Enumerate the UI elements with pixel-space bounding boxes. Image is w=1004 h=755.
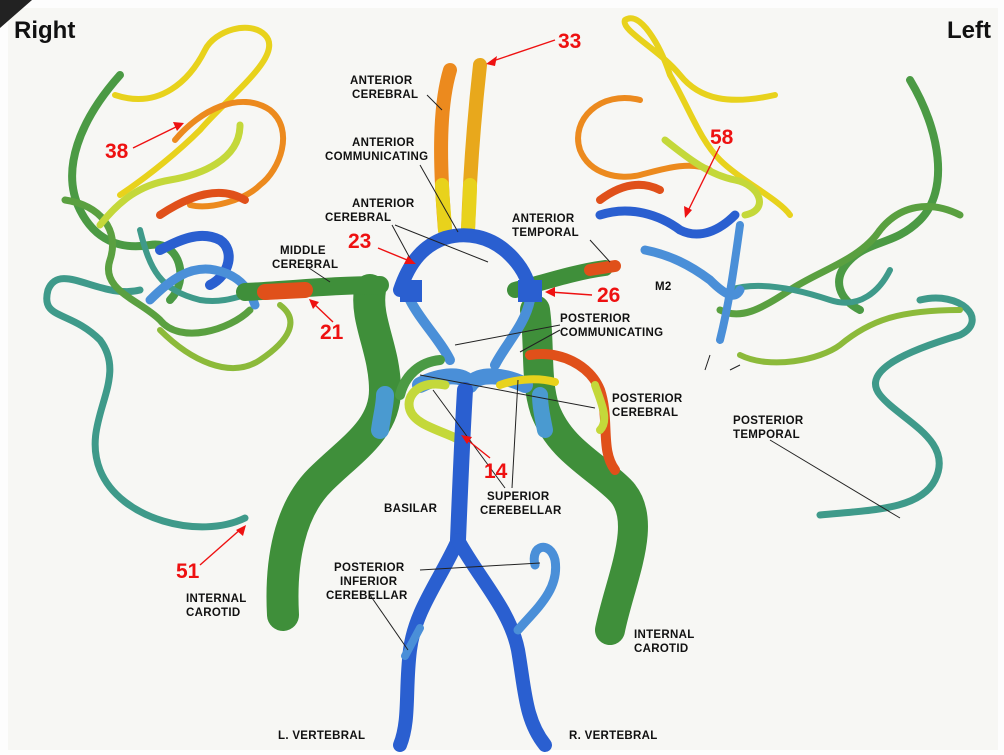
label-posterior-communicating-1: POSTERIOR (560, 313, 631, 325)
label-m2: M2 (655, 281, 672, 293)
label-internal-carotid-right-2: CAROTID (186, 607, 241, 619)
label-anterior-cerebral-mid-2: CEREBRAL (325, 212, 391, 224)
marker-58: 58 (710, 126, 734, 149)
label-basilar: BASILAR (384, 503, 438, 515)
node-left-ica-junction (518, 280, 542, 302)
orientation-left: Left (947, 17, 991, 44)
marker-38: 38 (105, 140, 129, 163)
marker-26: 26 (597, 284, 620, 307)
label-superior-cerebellar-1: SUPERIOR (487, 491, 550, 503)
label-l-vertebral: L. VERTEBRAL (278, 730, 365, 742)
label-internal-carotid-left-2: CAROTID (634, 643, 689, 655)
label-posterior-cerebral-2: CEREBRAL (612, 407, 678, 419)
label-posterior-cerebral-1: POSTERIOR (612, 393, 683, 405)
vessel-right-ica-blue-segment (380, 395, 385, 430)
label-anterior-communicating-2: COMMUNICATING (325, 151, 428, 163)
label-anterior-communicating-1: ANTERIOR (352, 137, 415, 149)
vessel-left-aca-yellow (468, 185, 470, 230)
marker-21: 21 (320, 321, 344, 344)
marker-33: 33 (558, 30, 581, 53)
label-pica-3: CEREBELLAR (326, 590, 408, 602)
label-superior-cerebellar-2: CEREBELLAR (480, 505, 562, 517)
label-anterior-cerebral-mid-1: ANTERIOR (352, 198, 415, 210)
label-posterior-temporal-2: TEMPORAL (733, 429, 800, 441)
label-anterior-temporal-2: TEMPORAL (512, 227, 579, 239)
marker-23: 23 (348, 230, 371, 253)
vessel-right-mca-red-segment (265, 290, 305, 292)
label-anterior-cerebral-top-2: CEREBRAL (352, 89, 418, 101)
vessel-left-mca-red-segment (590, 266, 615, 270)
label-internal-carotid-left-1: INTERNAL (634, 629, 695, 641)
label-anterior-temporal-1: ANTERIOR (512, 213, 575, 225)
vessel-left-ica-blue-segment (540, 395, 545, 430)
label-pica-1: POSTERIOR (334, 562, 405, 574)
marker-51: 51 (176, 560, 200, 583)
label-internal-carotid-right-1: INTERNAL (186, 593, 247, 605)
label-r-vertebral: R. VERTEBRAL (569, 730, 658, 742)
node-right-ica-junction (400, 280, 422, 302)
vessel-basilar (458, 390, 465, 540)
label-posterior-communicating-2: COMMUNICATING (560, 327, 663, 339)
label-middle-cerebral-2: CEREBRAL (272, 259, 338, 271)
label-pica-2: INFERIOR (340, 576, 398, 588)
label-posterior-temporal-1: POSTERIOR (733, 415, 804, 427)
label-anterior-cerebral-top-1: ANTERIOR (350, 75, 413, 87)
orientation-right: Right (14, 17, 75, 44)
label-middle-cerebral-1: MIDDLE (280, 245, 326, 257)
marker-14: 14 (484, 460, 508, 483)
